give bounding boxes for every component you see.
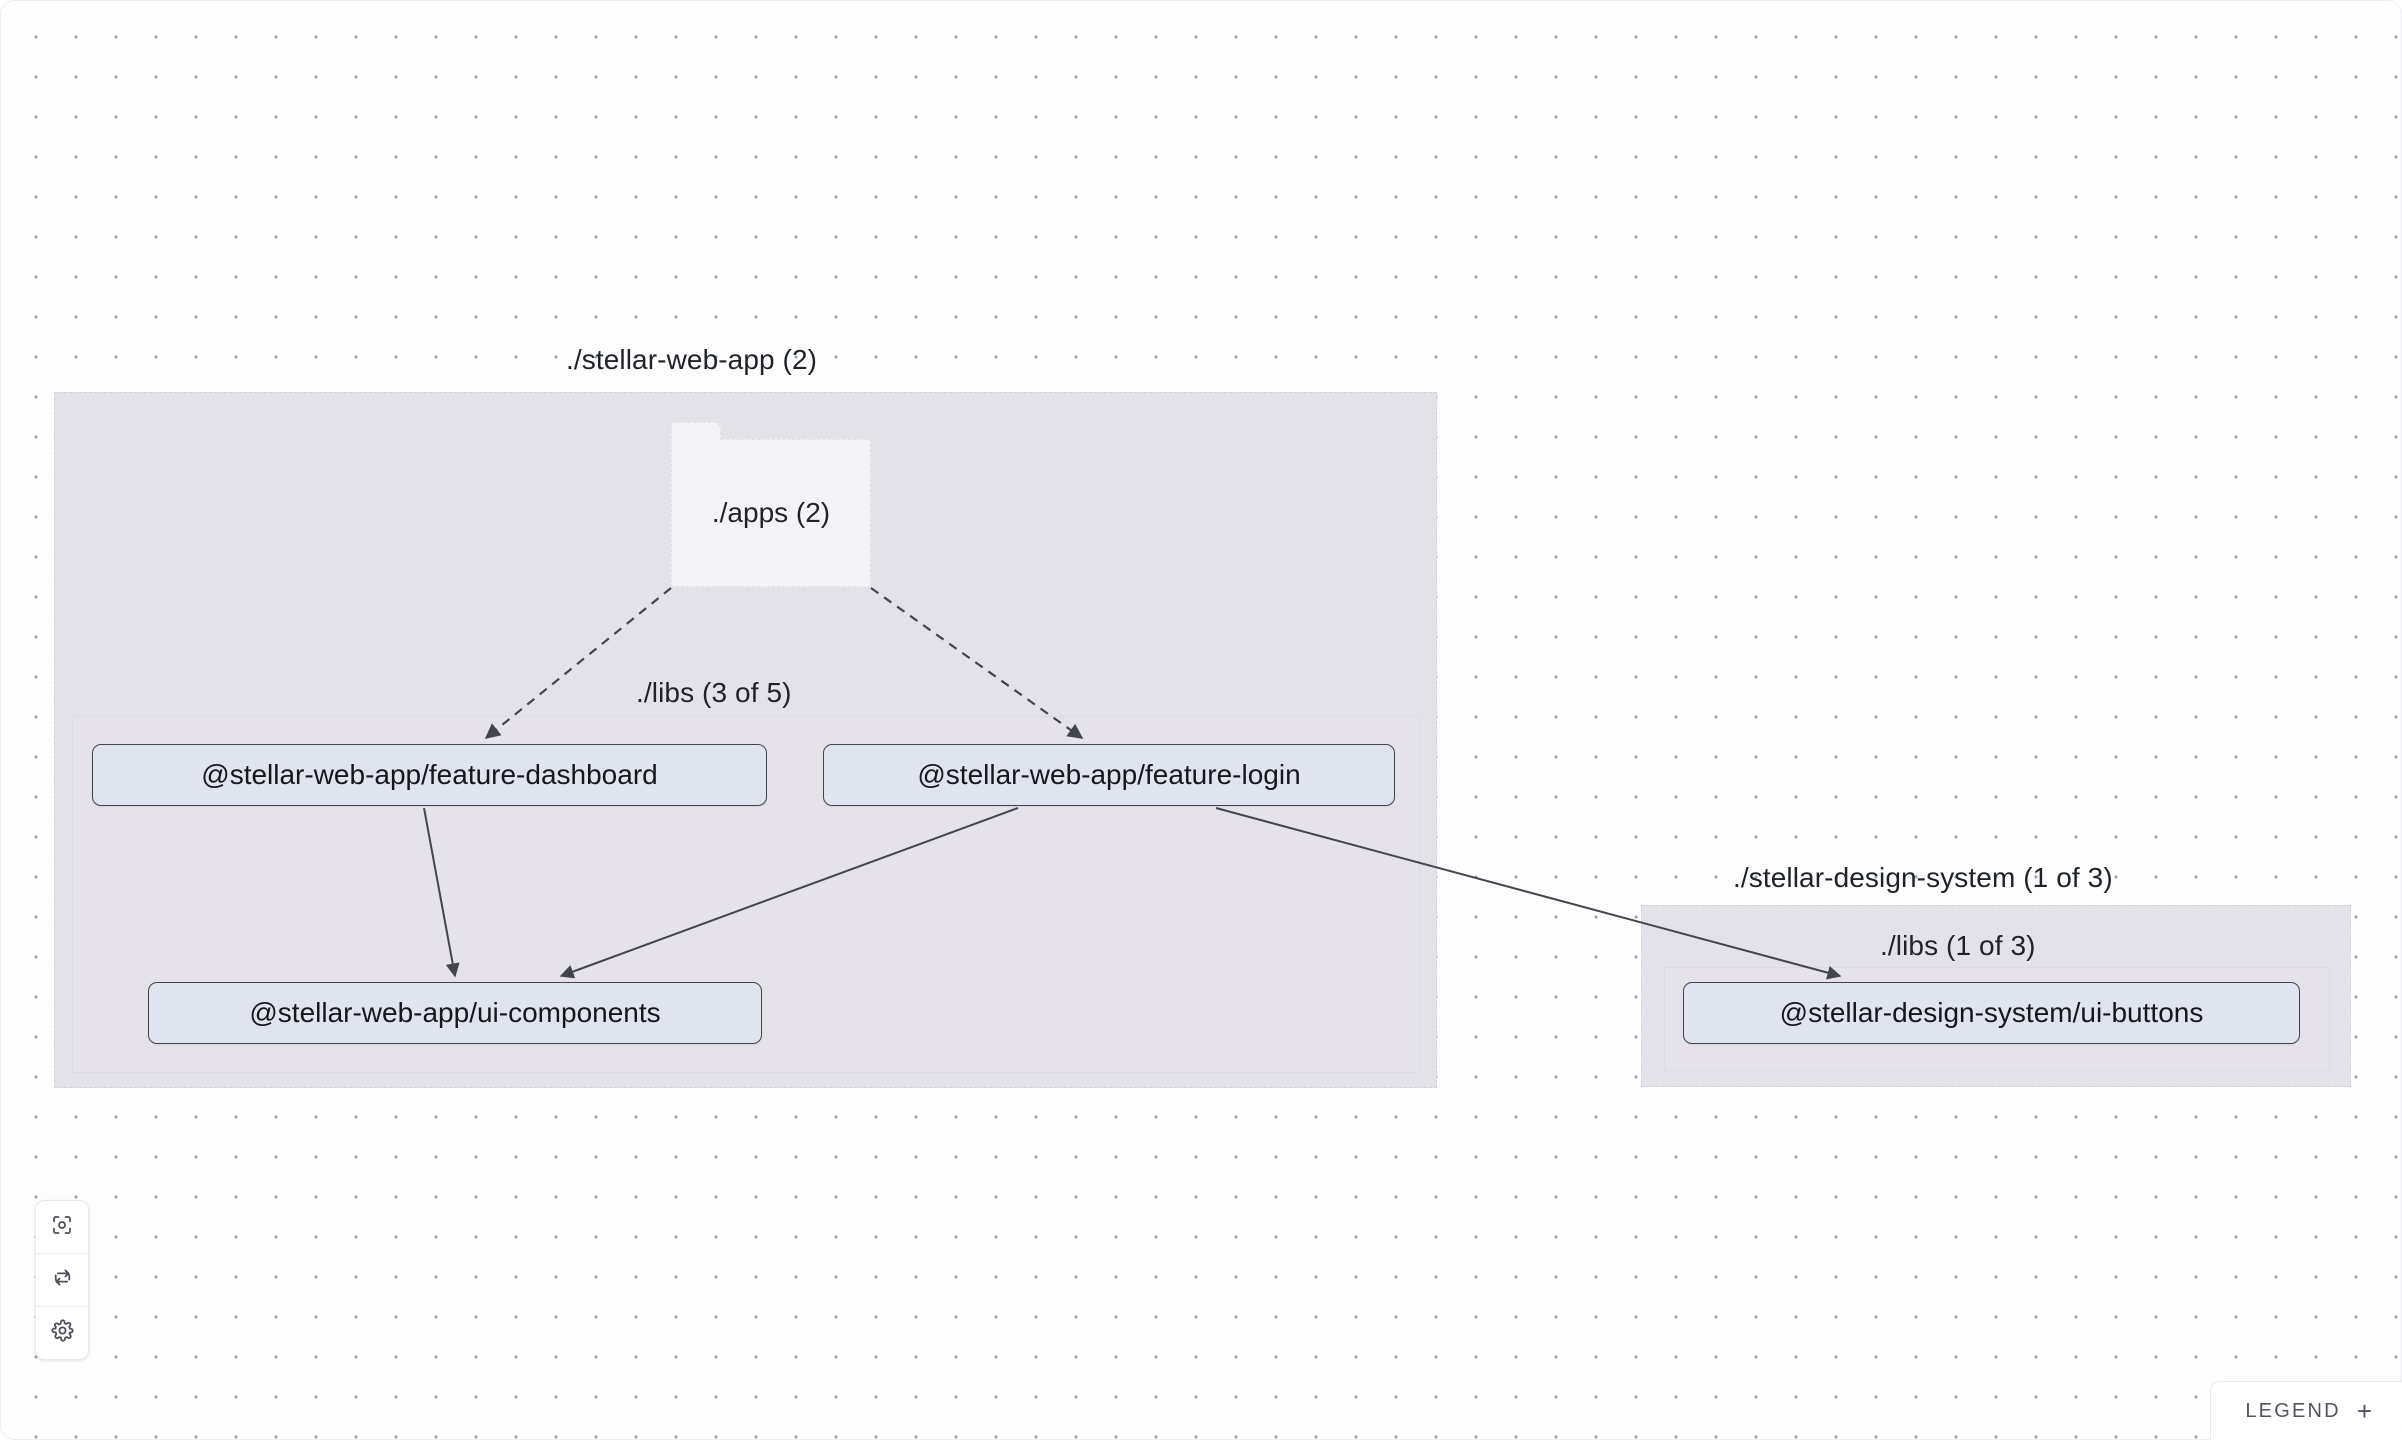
node-feature-login[interactable]: @stellar-web-app/feature-login xyxy=(823,744,1395,806)
settings-button[interactable] xyxy=(36,1307,88,1359)
node-ui-components[interactable]: @stellar-web-app/ui-components xyxy=(148,982,762,1044)
focus-icon xyxy=(50,1213,74,1242)
legend-button[interactable]: LEGEND + xyxy=(2210,1381,2402,1440)
group-label-stellar-design-system: ./stellar-design-system (1 of 3) xyxy=(1733,862,2113,893)
focus-graph-button[interactable] xyxy=(36,1201,88,1254)
refresh-graph-button[interactable] xyxy=(36,1254,88,1307)
folder-apps[interactable]: ./apps (2) xyxy=(671,422,871,587)
subgroup-label-web-app-libs: ./libs (3 of 5) xyxy=(636,677,792,708)
refresh-icon xyxy=(50,1265,75,1295)
group-label-stellar-web-app: ./stellar-web-app (2) xyxy=(566,344,818,375)
folder-label-apps: ./apps (2) xyxy=(711,497,831,528)
node-feature-dashboard[interactable]: @stellar-web-app/feature-dashboard xyxy=(92,744,767,806)
legend-label: LEGEND xyxy=(2245,1399,2341,1422)
node-ui-buttons[interactable]: @stellar-design-system/ui-buttons xyxy=(1683,982,2300,1044)
plus-icon: + xyxy=(2356,1396,2372,1426)
folder-tab-icon xyxy=(671,422,721,443)
gear-icon xyxy=(50,1318,75,1348)
subgroup-label-design-system-libs: ./libs (1 of 3) xyxy=(1880,930,2036,961)
graph-controls-panel[interactable] xyxy=(35,1200,89,1360)
